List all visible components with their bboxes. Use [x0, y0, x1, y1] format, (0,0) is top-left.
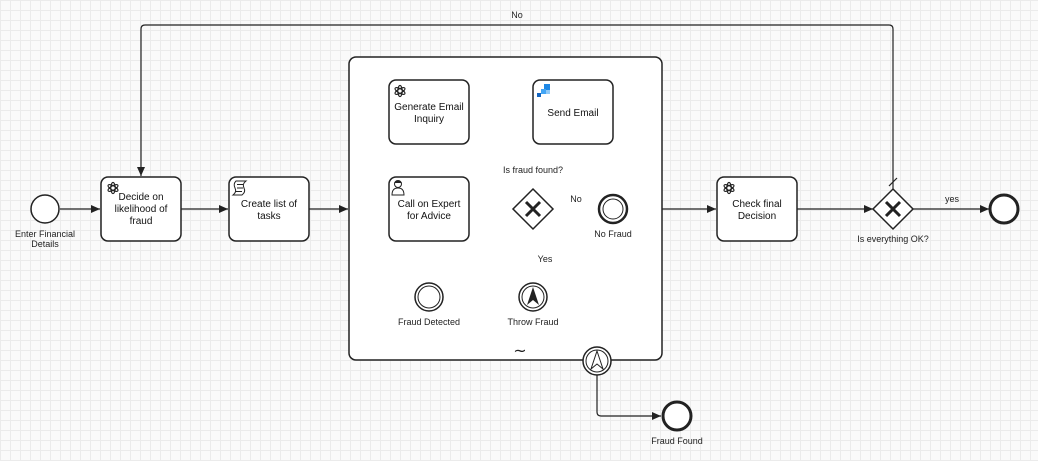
task-decide-label-2: likelihood of	[115, 204, 168, 215]
end-event-no-fraud-inner	[602, 198, 624, 220]
exclusive-x-icon	[524, 200, 542, 218]
task-create-label-1: Create list of	[241, 199, 297, 210]
task-generate-label-2: Inquiry	[414, 114, 444, 125]
task-create-label-2: tasks	[257, 211, 280, 222]
throw-fraud-event[interactable]	[518, 282, 548, 312]
script-icon	[231, 180, 248, 196]
task-generate-email[interactable]: Generate Email Inquiry	[388, 79, 470, 145]
loop-no-label: No	[511, 10, 523, 20]
start-event-label-1: Enter Financial	[15, 229, 75, 239]
escalation-icon	[527, 287, 539, 305]
openai-icon	[107, 181, 119, 195]
start-event[interactable]	[30, 194, 60, 224]
task-check-decision[interactable]: Check final Decision	[716, 176, 798, 242]
task-check-label-1: Check final	[732, 199, 781, 210]
task-call-label-1: Call on Expert	[398, 199, 461, 210]
task-decide-label-1: Decide on	[118, 192, 163, 203]
gateway-fraud-found[interactable]	[511, 187, 555, 231]
flow-boundary-to-fraudfound[interactable]	[596, 375, 661, 420]
openai-icon	[723, 181, 735, 195]
flow-no-label: No	[570, 194, 582, 204]
gateway-fraud-label: Is fraud found?	[503, 165, 563, 175]
start-event-label-2: Details	[31, 239, 59, 249]
user-icon	[391, 180, 405, 196]
exclusive-x-icon	[884, 200, 902, 218]
throw-fraud-label: Throw Fraud	[507, 317, 558, 327]
gateway-ok-label: Is everything OK?	[857, 234, 929, 244]
task-generate-label-1: Generate Email	[394, 102, 463, 113]
adhoc-marker: ~	[513, 341, 526, 360]
task-send-label: Send Email	[547, 108, 598, 119]
default-flow-marker	[888, 177, 898, 187]
end-no-fraud-label: No Fraud	[594, 229, 632, 239]
task-create-list[interactable]: Create list of tasks	[228, 176, 310, 242]
flow-yes-label: Yes	[538, 254, 553, 264]
flow-gateway-no-loop[interactable]	[137, 24, 894, 189]
boundary-escalation-event[interactable]	[582, 346, 612, 376]
gateway-everything-ok[interactable]	[871, 187, 915, 231]
start-event-fraud-detected[interactable]	[414, 282, 444, 312]
openai-icon	[394, 84, 406, 98]
task-call-label-2: for Advice	[407, 211, 451, 222]
send-app-icon	[537, 84, 550, 97]
task-decide-fraud[interactable]: Decide on likelihood of fraud	[100, 176, 182, 242]
flow-yes-final-label: yes	[945, 194, 960, 204]
end-event-fraud-found[interactable]	[661, 400, 693, 432]
task-check-label-2: Decision	[738, 211, 776, 222]
start-event-fraud-detected-inner	[417, 285, 441, 309]
fraud-found-label: Fraud Found	[651, 436, 703, 446]
task-call-expert[interactable]: Call on Expert for Advice	[388, 176, 470, 242]
task-send-email[interactable]: Send Email	[532, 79, 614, 145]
task-decide-label-3: fraud	[130, 216, 153, 227]
fraud-detected-label: Fraud Detected	[398, 317, 460, 327]
escalation-icon	[589, 349, 605, 371]
end-event-final[interactable]	[988, 193, 1020, 225]
